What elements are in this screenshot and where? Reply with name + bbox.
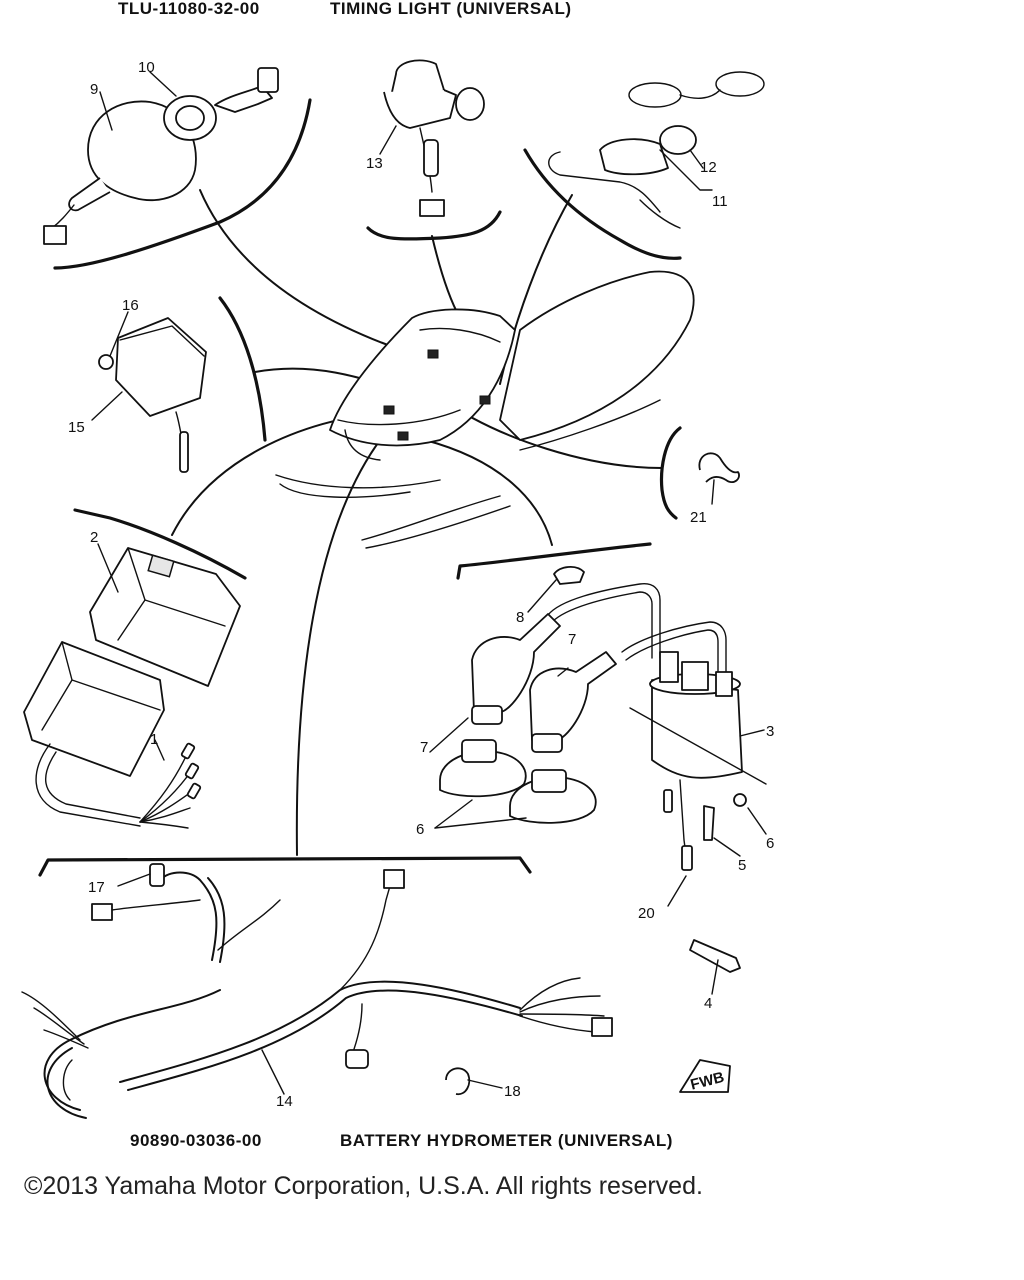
bolt-4: [689, 939, 741, 973]
callout-12: 11: [712, 193, 728, 210]
snowmobile-illustration: [275, 270, 695, 549]
bracket-main-switch-group: [523, 148, 682, 260]
footer-tool-code: 90890-03036-00: [130, 1131, 262, 1150]
callout-1: 1: [150, 731, 158, 748]
callout-14: 13: [366, 155, 383, 172]
callout-10: 9: [90, 81, 98, 98]
main-switch-assembly: [43, 67, 279, 245]
bracket-ignition-group: [53, 98, 312, 270]
callout-7-upper: 7: [568, 631, 576, 648]
wire-clamp-21: [698, 452, 740, 484]
callout-2: 2: [90, 529, 98, 546]
bracket-harness-group: [38, 856, 532, 877]
callout-17: 16: [122, 297, 139, 314]
cdi-unit-1: [23, 641, 202, 829]
footer-tool-title: BATTERY HYDROMETER (UNIVERSAL): [340, 1131, 673, 1150]
callout-leaders: [91, 71, 767, 1095]
header-tool-title: TIMING LIGHT (UNIVERSAL): [330, 0, 571, 18]
callout-18: 17: [88, 879, 105, 896]
front-direction-badge: FWB: [679, 1059, 731, 1094]
callout-9: 8: [516, 609, 524, 626]
callout-11: 10: [138, 59, 155, 76]
voltage-regulator-assembly: [98, 317, 207, 473]
copyright-notice: ©2013 Yamaha Motor Corporation, U.S.A. A…: [24, 1172, 703, 1200]
callout-16: 15: [68, 419, 85, 436]
bracket-clamp-group: [659, 426, 682, 520]
engine-stop-switch-assembly: [548, 71, 765, 229]
header-tool-code: TLU-11080-32-00: [118, 0, 260, 18]
callout-21: 21: [690, 509, 707, 526]
bracket-switch-group: [366, 210, 502, 241]
bracket-coil-group: [456, 542, 652, 580]
ignition-coil-assembly: [439, 566, 747, 871]
stop-switch-assembly: [383, 59, 485, 217]
callout-7-lower: 7: [420, 739, 428, 756]
callout-19: 18: [504, 1083, 521, 1100]
wire-harness-15: [21, 863, 613, 1119]
bracket-regulator-group: [218, 296, 267, 442]
callout-4: 4: [704, 995, 712, 1012]
cdi-cover-2: [89, 547, 241, 687]
callout-15: 14: [276, 1093, 293, 1110]
callout-3: 3: [766, 723, 774, 740]
callout-20: 20: [638, 905, 655, 922]
callout-5: 5: [738, 857, 746, 874]
callout-8: 6: [416, 821, 424, 838]
callout-13: 12: [700, 159, 717, 176]
callout-numbers: 9 10 13 12 11 16 15 21 2 1 8 7 7 3 6 6 5…: [68, 59, 774, 1110]
wire-clamp-19: [445, 1067, 471, 1096]
callout-6: 6: [766, 835, 774, 852]
bracket-cdi-group: [73, 508, 247, 580]
